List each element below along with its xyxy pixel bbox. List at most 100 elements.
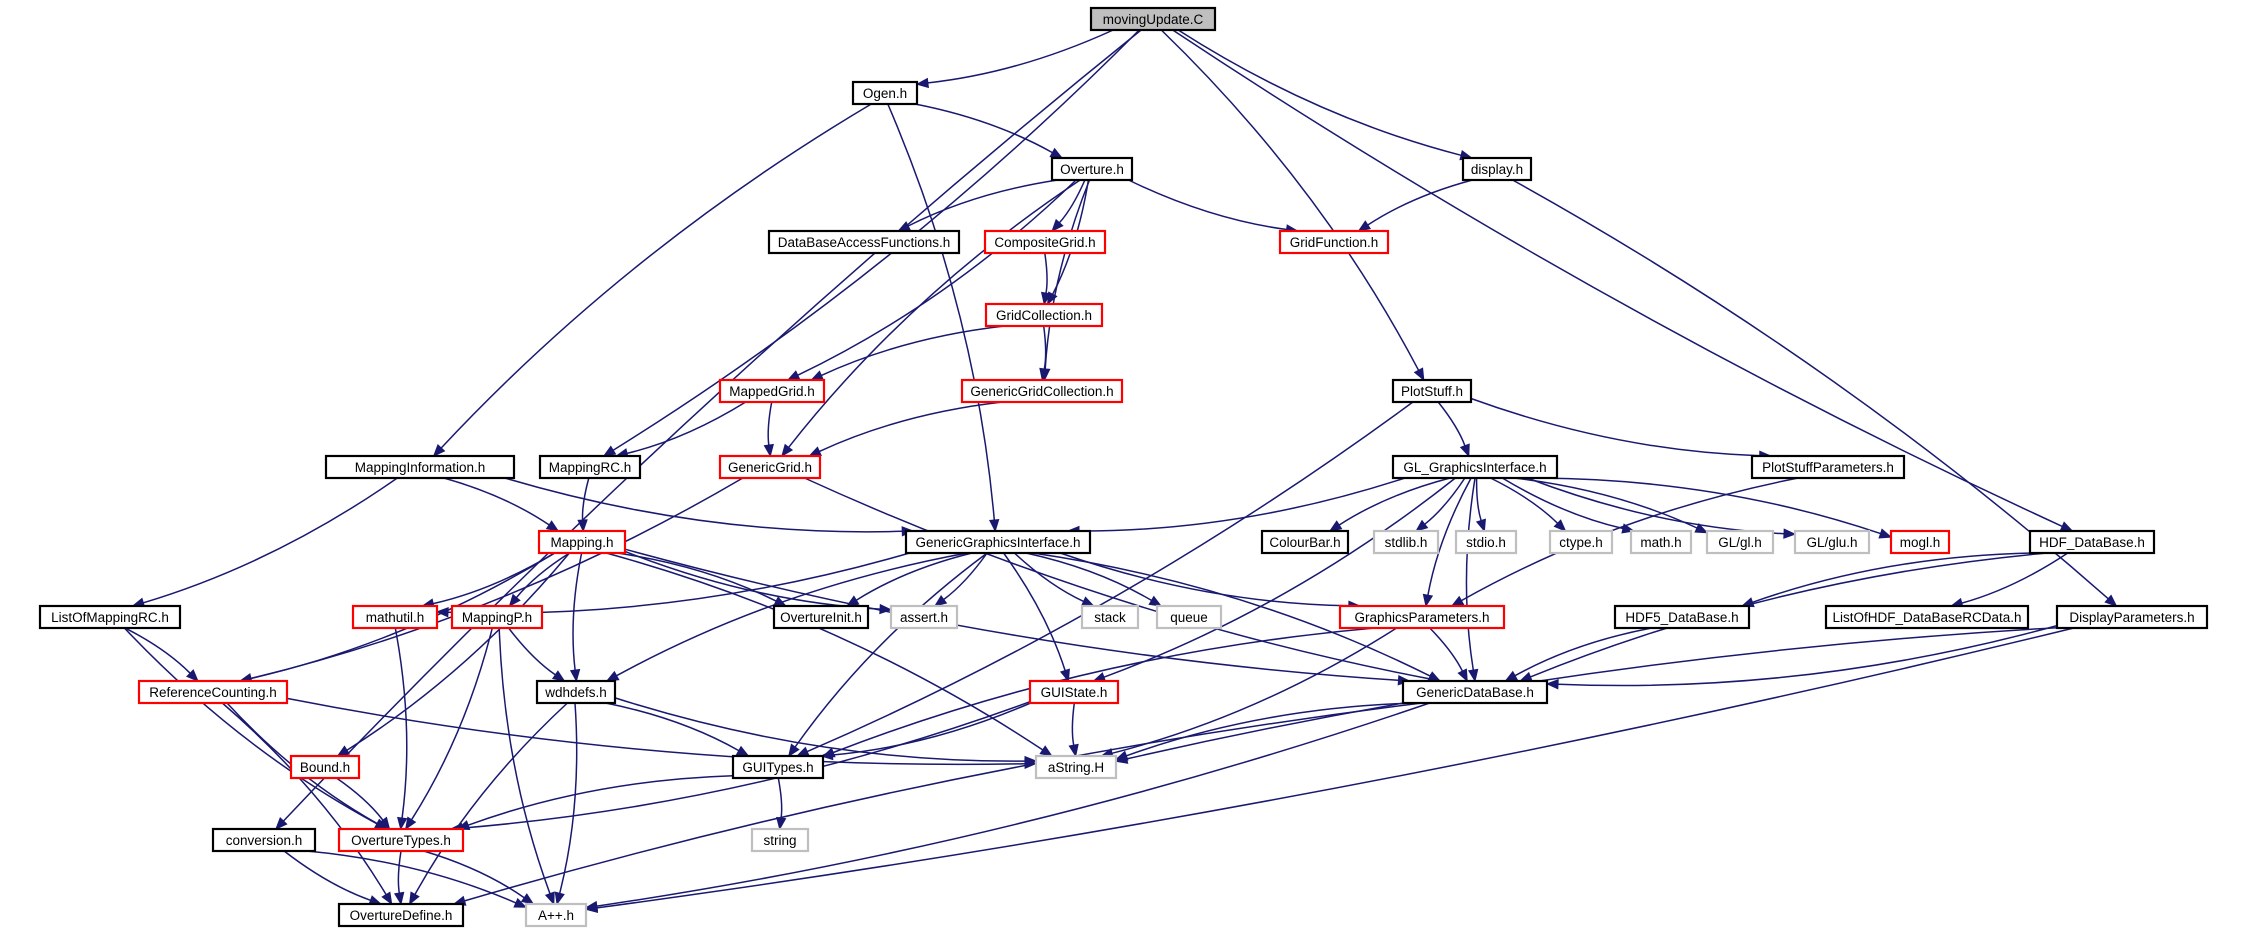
edge-GL_GraphicsInterface-to-GenericDataBase xyxy=(1465,477,1479,683)
node-box xyxy=(1454,529,1518,555)
arrowhead-icon xyxy=(1427,671,1442,682)
node-box xyxy=(1613,604,1751,630)
node-ColourBar[interactable]: ColourBar.h xyxy=(1260,529,1350,555)
node-label: Mapping.h xyxy=(550,535,613,550)
node-GenericGridCollection[interactable]: GenericGridCollection.h xyxy=(960,378,1124,404)
edge-MappingInformation-to-GenericGraphicsInterface xyxy=(504,477,915,537)
node-label: A++.h xyxy=(538,908,574,923)
node-box xyxy=(351,604,439,630)
node-MappedGrid[interactable]: MappedGrid.h xyxy=(718,378,826,404)
node-HDF_DataBase[interactable]: HDF_DataBase.h xyxy=(2028,529,2156,555)
node-CompositeGrid[interactable]: CompositeGrid.h xyxy=(983,229,1107,255)
node-GridCollection[interactable]: GridCollection.h xyxy=(984,302,1104,328)
arrowhead-icon xyxy=(795,746,810,757)
edge-movingUpdate-to-HDF_DataBase xyxy=(1172,29,2074,532)
node-movingUpdate[interactable]: movingUpdate.C xyxy=(1089,6,1217,32)
edge-GUITypes-to-string xyxy=(776,777,787,831)
node-DisplayParameters[interactable]: DisplayParameters.h xyxy=(2055,604,2209,630)
node-DataBaseAccessFunctions[interactable]: DataBaseAccessFunctions.h xyxy=(767,229,961,255)
node-label: aString.H xyxy=(1048,760,1104,775)
edge-line xyxy=(927,29,1114,84)
arrowhead-icon xyxy=(404,816,417,831)
edge-Mapping-to-aString xyxy=(606,552,1053,757)
edge-GUIState-to-GUITypes xyxy=(820,702,1031,761)
node-GenericDataBase[interactable]: GenericDataBase.h xyxy=(1401,679,1549,705)
node-ListOfHDF_DataBaseRCData[interactable]: ListOfHDF_DataBaseRCData.h xyxy=(1824,604,2030,630)
node-GenericGrid[interactable]: GenericGrid.h xyxy=(718,454,822,480)
edge-line xyxy=(423,850,525,899)
node-box xyxy=(1278,229,1390,255)
edge-Mapping-to-mathutil xyxy=(421,552,555,609)
node-label: MappedGrid.h xyxy=(729,384,815,399)
node-GUIState[interactable]: GUIState.h xyxy=(1028,679,1120,705)
node-Overture[interactable]: Overture.h xyxy=(1050,156,1134,182)
node-ReferenceCounting[interactable]: ReferenceCounting.h xyxy=(137,679,289,705)
node-box xyxy=(767,229,961,255)
edge-line xyxy=(1002,552,1066,671)
edge-line xyxy=(443,477,550,526)
node-box xyxy=(1391,378,1473,404)
edge-line xyxy=(1961,552,2069,604)
edge-HDF_DataBase-to-HDF5_DataBase xyxy=(1740,552,2032,608)
node-box xyxy=(535,679,617,705)
edge-GraphicsParameters-to-GenericDataBase xyxy=(1429,627,1468,683)
edge-line xyxy=(558,702,578,894)
node-conversion[interactable]: conversion.h xyxy=(211,827,317,853)
node-label: ColourBar.h xyxy=(1269,535,1340,550)
edge-GenericGraphicsInterface-to-GUIState xyxy=(1002,552,1070,683)
edge-line xyxy=(1044,252,1048,294)
node-label: CompositeGrid.h xyxy=(994,235,1095,250)
node-PlotStuffParameters[interactable]: PlotStuffParameters.h xyxy=(1750,454,1906,480)
node-wdhdefs[interactable]: wdhdefs.h xyxy=(535,679,617,705)
arrowhead-icon xyxy=(989,519,1000,533)
node-label: Bound.h xyxy=(300,760,350,775)
node-box xyxy=(731,754,825,780)
node-label: OvertureInit.h xyxy=(780,610,862,625)
edge-line xyxy=(1126,702,1417,757)
node-box xyxy=(1629,529,1693,555)
node-ListOfMappingRC[interactable]: ListOfMappingRC.h xyxy=(38,604,182,630)
node-GraphicsParameters[interactable]: GraphicsParameters.h xyxy=(1338,604,1506,630)
edge-line xyxy=(498,627,551,894)
arrowhead-icon xyxy=(1504,670,1518,682)
node-PlotStuff[interactable]: PlotStuff.h xyxy=(1391,378,1473,404)
edge-GenericGraphicsInterface-to-queue xyxy=(1025,552,1163,607)
edge-GUITypes-to-OvertureTypes xyxy=(456,774,734,831)
node-GL_GraphicsInterface[interactable]: GL_GraphicsInterface.h xyxy=(1391,454,1559,480)
node-label: math.h xyxy=(1640,535,1681,550)
node-box xyxy=(1089,6,1217,32)
node-MappingInformation[interactable]: MappingInformation.h xyxy=(324,454,516,480)
edge-CompositeGrid-to-GridCollection xyxy=(1040,252,1052,306)
node-MappingP[interactable]: MappingP.h xyxy=(450,604,544,630)
node-label: display.h xyxy=(1471,162,1523,177)
node-HDF5_DataBase[interactable]: HDF5_DataBase.h xyxy=(1613,604,1751,630)
node-OvertureTypes[interactable]: OvertureTypes.h xyxy=(337,827,465,853)
edge-line xyxy=(943,552,988,601)
edge-GUIState-to-aString xyxy=(1068,702,1079,758)
edge-MappingP-to-wdhdefs xyxy=(508,627,566,682)
node-GridFunction[interactable]: GridFunction.h xyxy=(1278,229,1390,255)
edge-PlotStuff-to-PlotStuffParameters xyxy=(1470,397,1773,461)
edge-line xyxy=(283,850,371,902)
node-GenericGraphicsInterface[interactable]: GenericGraphicsInterface.h xyxy=(904,529,1092,555)
node-display[interactable]: display.h xyxy=(1461,156,1533,182)
node-OvertureDefine[interactable]: OvertureDefine.h xyxy=(337,902,465,928)
node-Ogen[interactable]: Ogen.h xyxy=(851,80,919,106)
node-GUITypes[interactable]: GUITypes.h xyxy=(731,754,825,780)
node-mogl[interactable]: mogl.h xyxy=(1889,529,1951,555)
node-OvertureInit[interactable]: OvertureInit.h xyxy=(772,604,870,630)
edge-line xyxy=(797,179,1077,376)
edge-line xyxy=(336,777,384,821)
edge-line xyxy=(1044,179,1091,370)
node-MappingRC[interactable]: MappingRC.h xyxy=(538,454,642,480)
edge-line xyxy=(616,552,777,602)
edge-wdhdefs-to-aString xyxy=(614,697,1038,767)
node-Bound[interactable]: Bound.h xyxy=(289,754,361,780)
node-mathutil[interactable]: mathutil.h xyxy=(351,604,439,630)
edge-MappingP-to-OvertureTypes xyxy=(404,627,494,831)
edge-line xyxy=(123,627,378,825)
node-label: MappingInformation.h xyxy=(355,460,486,475)
edge-Overture-to-GenericGrid xyxy=(781,179,1081,458)
node-Mapping[interactable]: Mapping.h xyxy=(537,529,627,555)
